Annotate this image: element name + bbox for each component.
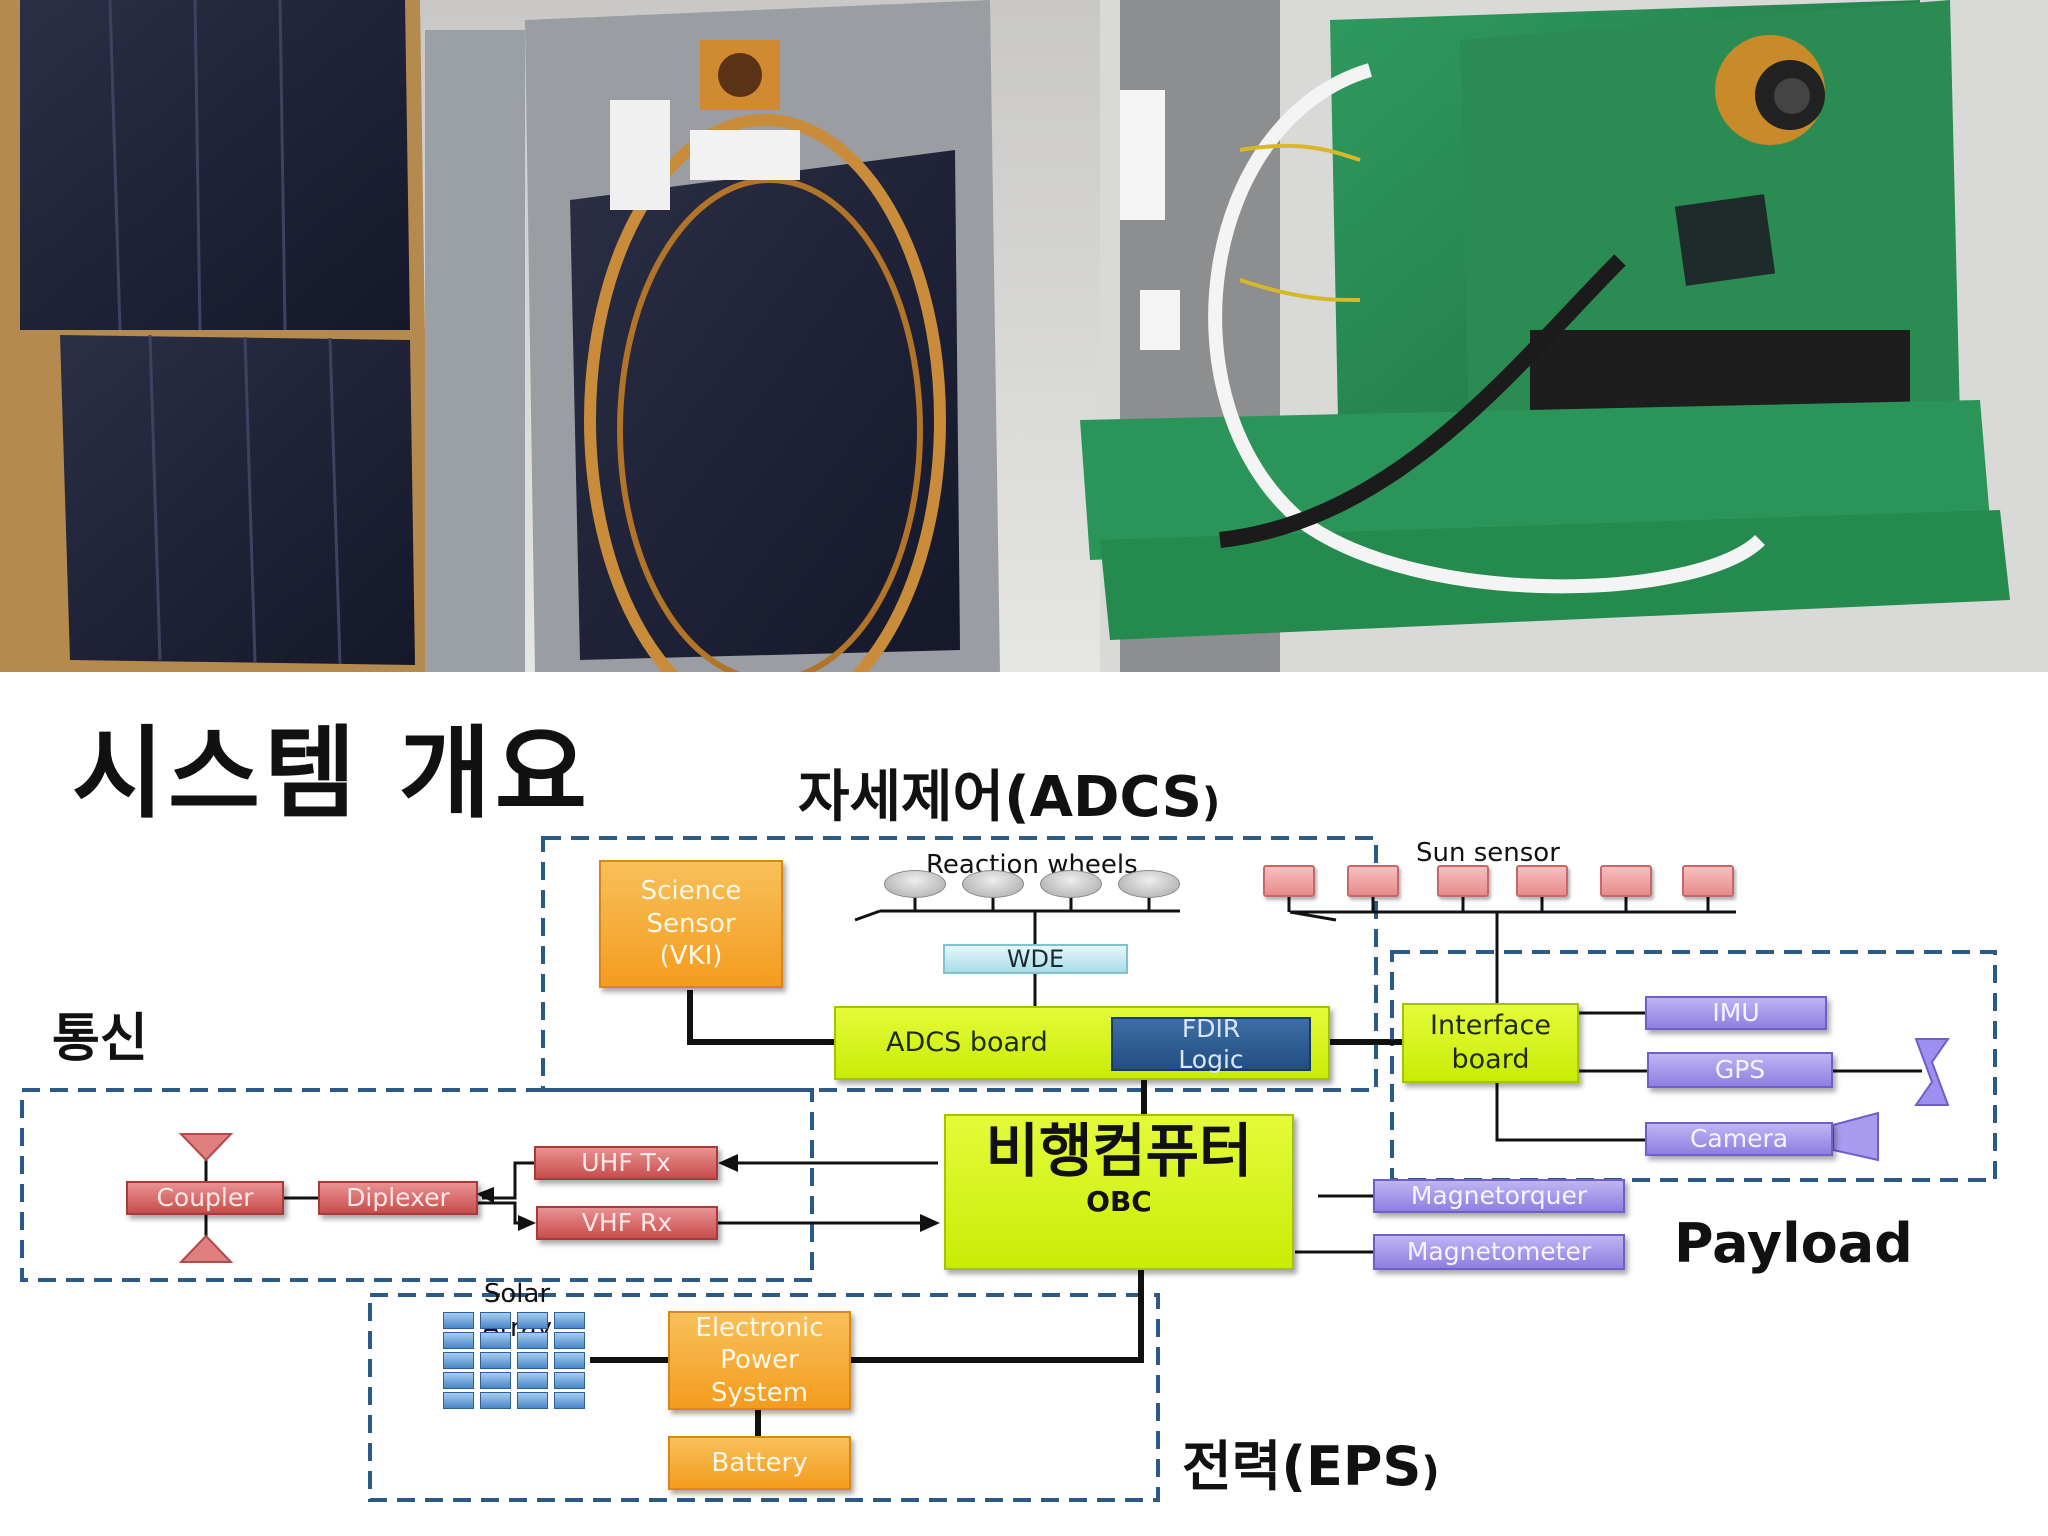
- solar-array-icon: [443, 1312, 593, 1410]
- uhf-tx-box: UHF Tx: [534, 1146, 718, 1180]
- eps-box: Electronic Power System: [668, 1311, 851, 1410]
- science-sensor-box: Science Sensor (VKI): [599, 860, 783, 988]
- antenna-top-icon: [178, 1133, 234, 1162]
- adcs-board-label: ADCS board: [886, 1027, 1048, 1059]
- sun-sensor-icon: [1516, 865, 1568, 897]
- coupler-box: Coupler: [126, 1181, 284, 1215]
- comm-group-frame: [20, 1088, 814, 1282]
- reaction-wheels-label: Reaction wheels: [926, 850, 1138, 880]
- adcs-group-label-suffix: ): [1201, 780, 1221, 826]
- magnetorquer-box: Magnetorquer: [1373, 1179, 1625, 1213]
- imu-box: IMU: [1645, 996, 1827, 1030]
- vhf-rx-box: VHF Rx: [536, 1206, 718, 1240]
- diplexer-box: Diplexer: [318, 1181, 478, 1215]
- sun-sensor-icon: [1600, 865, 1652, 897]
- obc-title: 비행컴퓨터: [985, 1117, 1253, 1185]
- interface-board-box: Interface board: [1402, 1003, 1579, 1083]
- sun-sensor-icon: [1682, 865, 1734, 897]
- gps-box: GPS: [1647, 1052, 1833, 1088]
- camera-lens-icon: [1832, 1111, 1879, 1162]
- comm-group-label: 통신: [52, 1009, 148, 1069]
- sun-sensor-icon: [1263, 865, 1315, 897]
- reaction-wheel-icon: [1118, 870, 1180, 898]
- eps-group-label-suffix: ): [1421, 1449, 1440, 1495]
- antenna-bottom-icon: [178, 1234, 234, 1263]
- eps-group-label-main: 전력(EPS: [1182, 1435, 1422, 1498]
- sun-sensor-icon: [1347, 865, 1399, 897]
- payload-group-frame: [1390, 950, 1997, 1182]
- obc-subtitle: OBC: [1086, 1184, 1152, 1218]
- reaction-wheel-icon: [962, 870, 1024, 898]
- adcs-group-frame: [541, 836, 1378, 1092]
- eps-group-label: 전력(EPS): [1182, 1422, 1440, 1501]
- satellite-photo: [0, 0, 2048, 672]
- reaction-wheel-icon: [884, 870, 946, 898]
- wde-box: WDE: [943, 944, 1128, 974]
- sun-sensor-label: Sun sensor: [1416, 838, 1560, 868]
- page-title: 시스템 개요: [72, 715, 591, 832]
- obc-box: 비행컴퓨터 OBC: [944, 1114, 1294, 1270]
- magnetometer-box: Magnetometer: [1373, 1234, 1625, 1270]
- eps-group-frame: [368, 1293, 1160, 1502]
- camera-box: Camera: [1645, 1122, 1833, 1156]
- fdir-logic-box: FDIR Logic: [1111, 1014, 1311, 1074]
- battery-box: Battery: [668, 1436, 851, 1490]
- reaction-wheel-icon: [1040, 870, 1102, 898]
- adcs-group-label: 자세제어(ADCS): [798, 752, 1220, 833]
- cubesat-exterior: [0, 0, 1000, 672]
- cubesat-interior-electronics: [1080, 0, 2048, 672]
- sun-sensor-icon: [1437, 865, 1489, 897]
- adcs-group-label-main: 자세제어(ADCS: [798, 765, 1202, 830]
- payload-group-label: Payload: [1674, 1212, 1913, 1275]
- gps-antenna-icon: [1914, 1038, 1950, 1106]
